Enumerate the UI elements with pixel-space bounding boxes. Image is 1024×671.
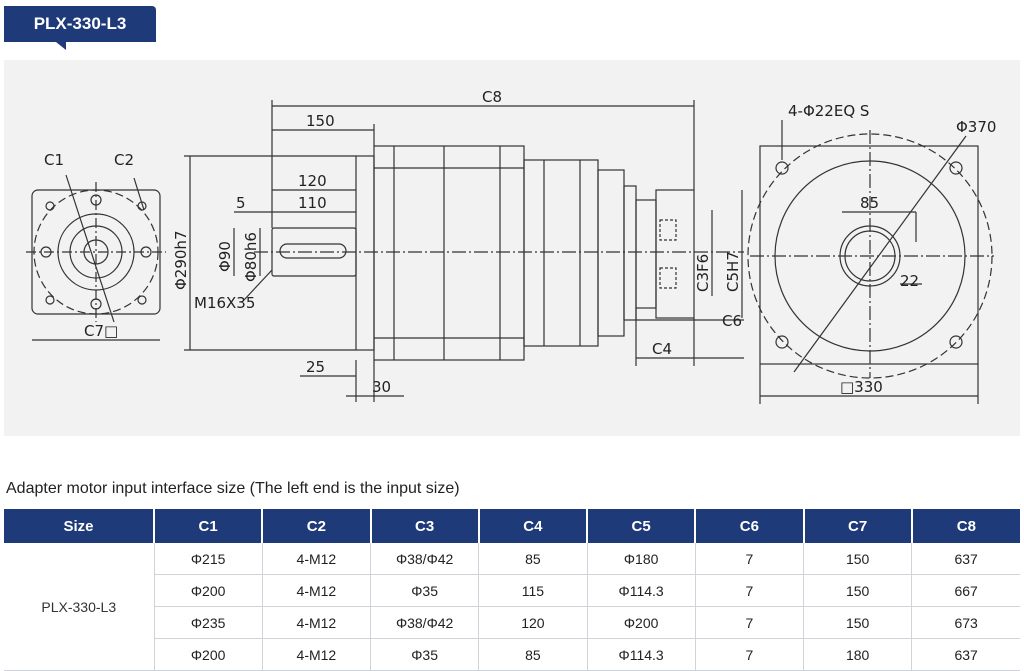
mount-hole-tr <box>949 161 963 175</box>
label-150: 150 <box>306 112 335 130</box>
adapter-ring <box>623 185 637 321</box>
cell: Φ38/Φ42 <box>370 543 480 575</box>
cell: 673 <box>911 606 1020 639</box>
cell: 115 <box>478 574 588 607</box>
label-c7: C7□ <box>84 322 118 340</box>
label-sq330: □330 <box>840 378 883 396</box>
label-c6: C6 <box>722 312 742 330</box>
table-header-row: Size C1 C2 C3 C4 C5 C6 C7 C8 <box>4 509 1020 543</box>
table-row: Φ235 4-M12 Φ38/Φ42 120 Φ200 7 150 673 <box>4 606 1020 639</box>
product-title-tab: PLX-330-L3 <box>4 6 156 50</box>
cell: 7 <box>695 606 805 639</box>
mount-hole-br <box>949 335 963 349</box>
table-caption: Adapter motor input interface size (The … <box>6 480 460 497</box>
cell: Φ114.3 <box>587 574 696 607</box>
cell: Φ114.3 <box>587 638 696 671</box>
header-c8: C8 <box>911 509 1020 543</box>
table-row: Φ200 4-M12 Φ35 85 Φ114.3 7 180 637 <box>4 638 1020 671</box>
header-size: Size <box>4 509 155 543</box>
size-cell: PLX-330-L3 <box>4 543 155 671</box>
label-25: 25 <box>306 358 325 376</box>
mounting-flange-front <box>355 155 375 351</box>
label-c4: C4 <box>652 340 672 358</box>
cell: 120 <box>478 606 588 639</box>
corner-hole-tl <box>45 201 55 211</box>
cell: 637 <box>911 543 1020 575</box>
cell: 150 <box>803 606 913 639</box>
output-flange-outline <box>759 145 979 365</box>
product-title: PLX-330-L3 <box>33 14 127 33</box>
header-c6: C6 <box>695 509 805 543</box>
cell: Φ215 <box>154 543 263 575</box>
cell: Φ38/Φ42 <box>370 606 480 639</box>
label-120: 120 <box>298 172 327 190</box>
cell: 7 <box>695 543 805 575</box>
cell: 4-M12 <box>262 574 372 607</box>
header-c2: C2 <box>262 509 372 543</box>
drawing-svg: C1 C2 C7□ Φ290h7 Φ90 Φ80h6 M16X35 150 12… <box>26 88 996 404</box>
cell: 4-M12 <box>262 606 372 639</box>
input-bore <box>69 225 123 279</box>
table-row: PLX-330-L3 Φ215 4-M12 Φ38/Φ42 85 Φ180 7 … <box>4 543 1020 671</box>
cell: 4-M12 <box>262 638 372 671</box>
cell: 7 <box>695 574 805 607</box>
header-c1: C1 <box>154 509 264 543</box>
mount-hole-bl <box>775 335 789 349</box>
label-22: 22 <box>900 272 919 290</box>
label-30: 30 <box>372 378 391 396</box>
cell: 180 <box>803 638 913 671</box>
cell: Φ180 <box>587 543 696 575</box>
cell: 667 <box>911 574 1020 607</box>
cell: 637 <box>911 638 1020 671</box>
cell: 4-M12 <box>262 543 372 575</box>
stage-three-housing <box>597 169 625 337</box>
cell: 7 <box>695 638 805 671</box>
stage-two-housing <box>523 159 599 347</box>
cell: 150 <box>803 574 913 607</box>
shaft-keyway <box>279 243 347 259</box>
label-5: 5 <box>236 194 246 212</box>
gearbox-housing <box>373 145 525 361</box>
header-c4: C4 <box>478 509 589 543</box>
label-phi370: Φ370 <box>956 118 996 136</box>
cell: Φ200 <box>154 574 263 607</box>
header-c7: C7 <box>803 509 913 543</box>
cell: Φ35 <box>370 574 480 607</box>
cell: 85 <box>478 638 588 671</box>
label-phi90: Φ90 <box>216 241 234 272</box>
header-c5: C5 <box>587 509 697 543</box>
cell: Φ200 <box>154 638 263 671</box>
cell: 150 <box>803 543 913 575</box>
mount-hole-tl <box>775 161 789 175</box>
label-m16: M16X35 <box>194 294 255 312</box>
label-85: 85 <box>860 194 879 212</box>
interface-size-table: Size C1 C2 C3 C4 C5 C6 C7 C8 PLX-330-L3 … <box>4 509 1020 671</box>
cell: Φ200 <box>587 606 696 639</box>
label-c5: C5H7 <box>724 251 742 292</box>
corner-hole-br <box>137 295 147 305</box>
label-c2: C2 <box>114 151 134 169</box>
label-phi290: Φ290h7 <box>172 231 190 291</box>
label-110: 110 <box>298 194 327 212</box>
cell: Φ35 <box>370 638 480 671</box>
adapter-neck <box>635 199 657 309</box>
cell: Φ235 <box>154 606 263 639</box>
table-row: Φ200 4-M12 Φ35 115 Φ114.3 7 150 667 <box>4 574 1020 607</box>
motor-adapter-flange <box>655 189 695 319</box>
header-c3: C3 <box>370 509 480 543</box>
label-c3: C3F6 <box>694 254 712 292</box>
label-holes: 4-Φ22EQ S <box>788 102 869 120</box>
technical-drawing: C1 C2 C7□ Φ290h7 Φ90 Φ80h6 M16X35 150 12… <box>4 60 1020 436</box>
label-c8: C8 <box>482 88 502 106</box>
corner-hole-bl <box>45 295 55 305</box>
cell: 85 <box>478 543 588 575</box>
label-c1: C1 <box>44 151 64 169</box>
label-phi80: Φ80h6 <box>242 232 260 282</box>
